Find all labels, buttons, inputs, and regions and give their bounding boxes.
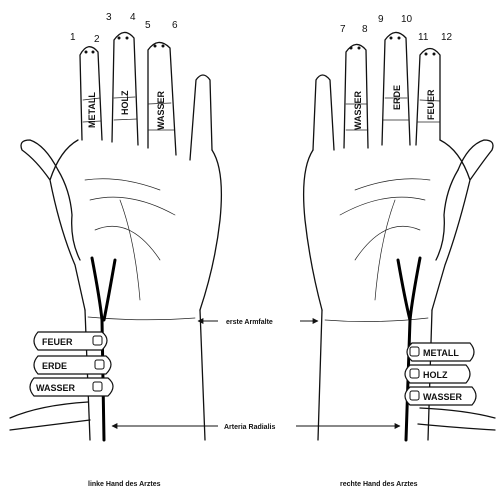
left-finger-label-holz: HOLZ bbox=[120, 90, 130, 115]
left-hand-caption: linke Hand des Arztes bbox=[88, 481, 161, 488]
right-number-11: 11 bbox=[418, 32, 429, 43]
left-pulse-finger-2: ERDE bbox=[34, 356, 111, 374]
wrist-fold-label: erste Armfalte bbox=[226, 319, 273, 326]
right-little-finger bbox=[313, 75, 334, 150]
right-palm bbox=[304, 140, 493, 310]
left-thumb bbox=[58, 170, 80, 260]
left-pulse-label-feuer: FEUER bbox=[42, 337, 73, 347]
right-number-9: 9 bbox=[378, 14, 384, 25]
left-pulse-label-erde: ERDE bbox=[42, 361, 67, 371]
right-pulse-label-metall: METALL bbox=[423, 348, 459, 358]
radial-artery-label: Arteria Radialis bbox=[224, 424, 275, 431]
left-number-5: 5 bbox=[145, 20, 151, 31]
left-pulse-label-wasser: WASSER bbox=[36, 383, 76, 393]
right-number-8: 8 bbox=[362, 24, 368, 35]
right-thumb bbox=[436, 170, 458, 260]
left-number-6: 6 bbox=[172, 20, 178, 31]
radial-artery-annotation: Arteria Radialis bbox=[112, 424, 400, 431]
right-number-7: 7 bbox=[340, 24, 346, 35]
left-number-4: 4 bbox=[130, 12, 136, 23]
right-finger-label-wasser: WASSER bbox=[353, 90, 363, 130]
left-number-2: 2 bbox=[94, 34, 100, 45]
right-hand-caption: rechte Hand des Arztes bbox=[340, 481, 418, 488]
right-wrist-fold bbox=[325, 318, 428, 322]
left-finger-label-wasser: WASSER bbox=[156, 90, 166, 130]
right-hand: 7 8 9 10 11 12 WASSER ERDE FEUER METALL … bbox=[304, 14, 495, 488]
right-finger-label-feuer: FEUER bbox=[426, 89, 436, 120]
wrist-fold-annotation: erste Armfalte bbox=[198, 319, 318, 326]
right-pulse-label-wasser: WASSER bbox=[423, 392, 463, 402]
right-finger-label-erde: ERDE bbox=[392, 85, 402, 110]
left-palm bbox=[21, 140, 221, 310]
right-pulse-finger-3: WASSER bbox=[405, 387, 476, 405]
left-hand: 1 2 3 4 5 6 METALL HOLZ WASSER FEUER ERD… bbox=[10, 12, 221, 488]
right-number-12: 12 bbox=[441, 32, 453, 43]
right-pulse-finger-1: METALL bbox=[407, 343, 474, 361]
left-pulse-finger-1: FEUER bbox=[34, 332, 107, 350]
left-number-3: 3 bbox=[106, 12, 112, 23]
right-pulse-label-holz: HOLZ bbox=[423, 370, 448, 380]
right-pulse-finger-2: HOLZ bbox=[405, 365, 470, 383]
left-little-finger bbox=[190, 75, 212, 160]
right-number-10: 10 bbox=[401, 14, 413, 25]
left-number-1: 1 bbox=[70, 32, 76, 43]
left-middle-finger bbox=[112, 32, 138, 145]
left-finger-label-metall: METALL bbox=[87, 92, 97, 128]
left-pulse-finger-3: WASSER bbox=[30, 378, 113, 396]
